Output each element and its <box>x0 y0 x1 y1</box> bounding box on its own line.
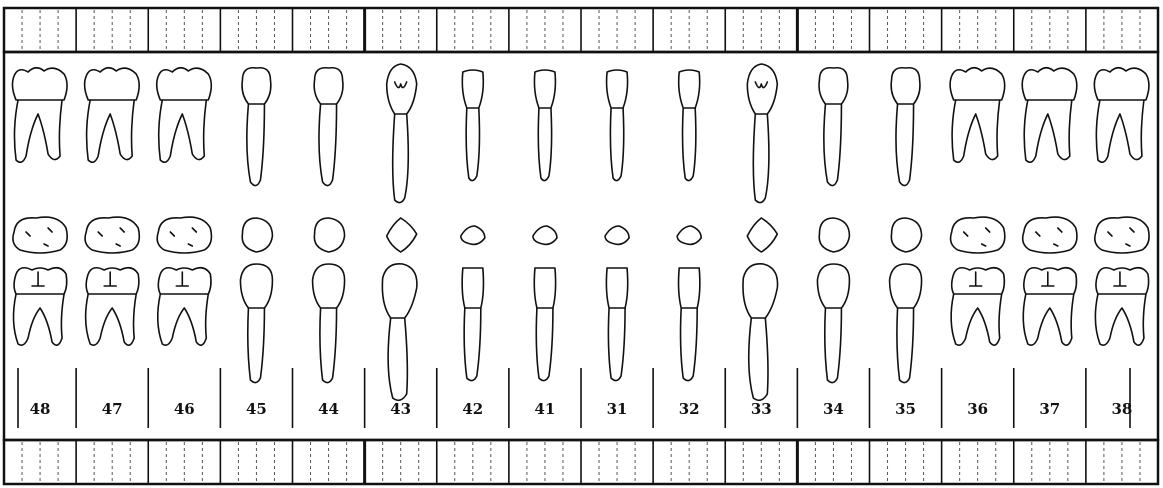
tooth-number-44: 44 <box>318 400 339 418</box>
tooth-number-33: 33 <box>751 400 772 418</box>
tooth-number-42: 42 <box>462 400 483 418</box>
tooth-number-46: 46 <box>174 400 195 418</box>
tooth-number-31: 31 <box>607 400 628 418</box>
tooth-number-32: 32 <box>679 400 700 418</box>
tooth-number-36: 36 <box>967 400 988 418</box>
tooth-number-45: 45 <box>246 400 267 418</box>
tooth-number-34: 34 <box>823 400 844 418</box>
tooth-number-37: 37 <box>1039 400 1060 418</box>
tooth-number-38: 38 <box>1112 400 1133 418</box>
tooth-number-48: 48 <box>30 400 51 418</box>
tooth-number-41: 41 <box>535 400 556 418</box>
tooth-number-43: 43 <box>390 400 411 418</box>
tooth-number-35: 35 <box>895 400 916 418</box>
tooth-number-47: 47 <box>102 400 123 418</box>
